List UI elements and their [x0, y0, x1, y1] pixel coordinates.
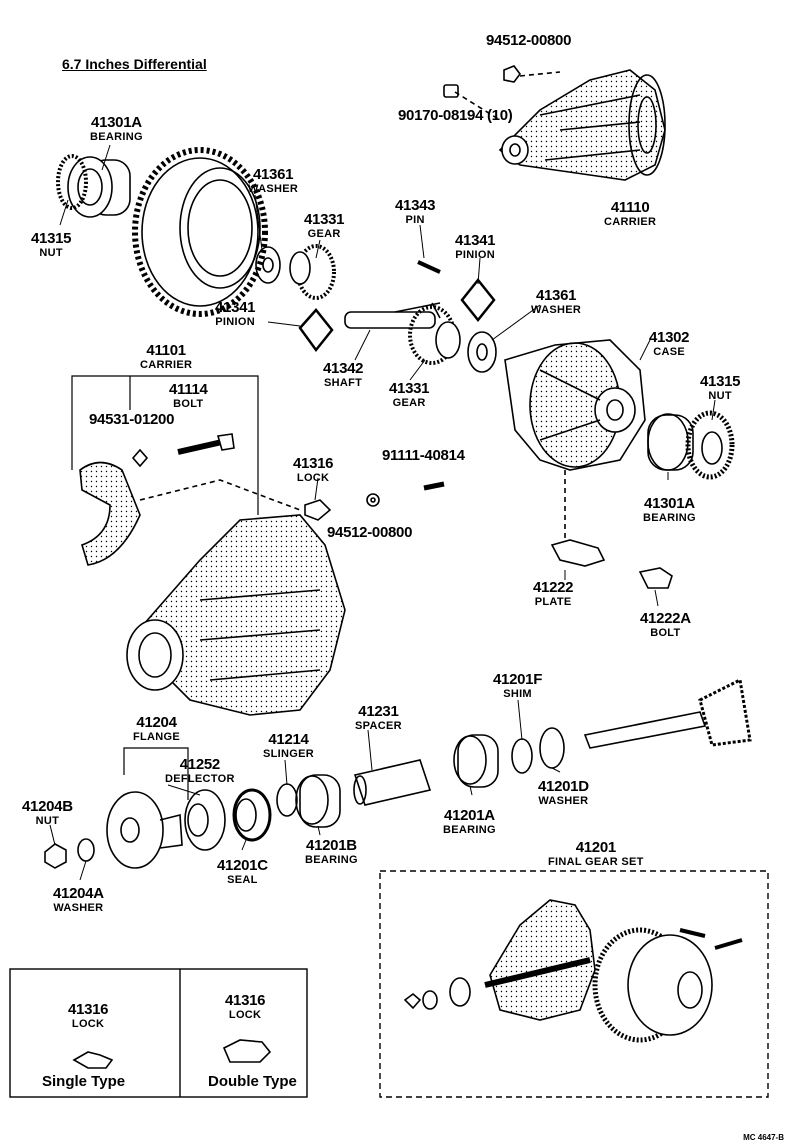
washer-94531: [131, 448, 149, 468]
leader-lines: [49, 144, 716, 881]
part-label-94512-mid: 94512-00800: [327, 524, 413, 541]
lock-type-single-caption: Single Type: [42, 1073, 126, 1090]
bearing-41201A-bottom: [453, 734, 499, 788]
shim-41201F: [511, 738, 533, 774]
ring-gear-drawing: [132, 147, 268, 317]
nut-41315-right: [685, 410, 735, 480]
final-gear-set-drawing: [403, 899, 743, 1043]
flange-41204: [106, 791, 183, 869]
part-label-94531: 94531-01200: [89, 411, 175, 428]
nut-94512-top: [503, 65, 521, 83]
gear-41331-bottom: [408, 305, 461, 365]
pin-41343: [417, 260, 441, 274]
nut-41204B: [44, 843, 67, 869]
bearing-41201B: [295, 774, 341, 828]
diagram-title: 6.7 Inches Differential: [62, 56, 207, 72]
gear-41331-top: [289, 244, 336, 300]
washer-41201D: [539, 727, 565, 769]
slinger-41214: [276, 783, 298, 817]
washer-41361-right: [467, 331, 497, 373]
lock-41316-top: [304, 499, 332, 521]
part-label-90170: 90170-08194 (10): [398, 107, 513, 124]
pinion-41341-left: [298, 308, 334, 353]
spacer-41231: [353, 759, 432, 806]
bearing-cap: [79, 461, 141, 566]
plate-41222: [550, 539, 606, 567]
case-41302: [504, 339, 646, 471]
bolt-41222A: [638, 567, 673, 589]
part-label-94512-top: 94512-00800: [486, 32, 572, 49]
deflector-41252: [184, 789, 226, 851]
carrier-housing-main: [126, 514, 346, 716]
figure-code: MC 4647-B: [743, 1133, 784, 1142]
part-label-91111: 91111-40814: [382, 447, 465, 464]
bolt-41114: [177, 433, 235, 455]
double-type-lock-drawing: [222, 1039, 272, 1063]
washer-41361-left: [255, 246, 281, 284]
pinion-41341-right: [460, 277, 496, 323]
lock-type-double-caption: Double Type: [208, 1073, 297, 1090]
carrier-41110-drawing: [498, 69, 666, 181]
drive-pinion: [583, 677, 752, 749]
washer-41204A: [77, 838, 95, 862]
nut-94512-mid: [366, 493, 380, 507]
stud-90170: [443, 84, 459, 98]
bearing-41301A-top: [56, 154, 131, 218]
bolt-91111: [423, 481, 445, 491]
shaft-41342: [344, 302, 441, 329]
seal-41201C: [232, 788, 272, 842]
single-type-lock-drawing: [72, 1051, 114, 1069]
